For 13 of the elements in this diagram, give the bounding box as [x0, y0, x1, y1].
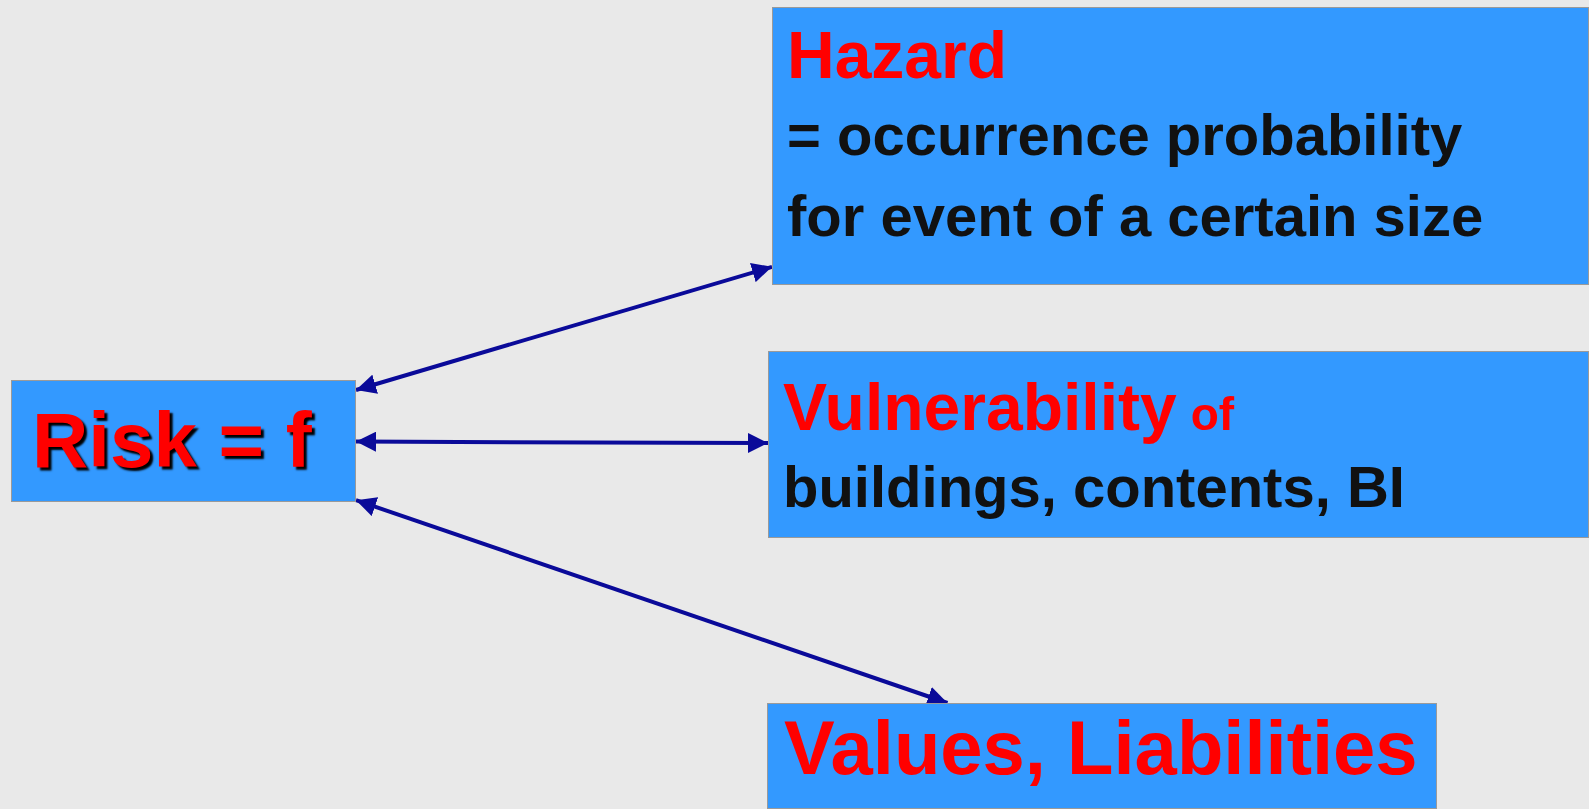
text-box [11, 380, 356, 502]
heading-suffix: of [1190, 387, 1235, 441]
heading: Vulnerability [783, 370, 1177, 446]
heading: Values, Liabilities [784, 704, 1419, 792]
text-box [767, 703, 1437, 809]
formula-text: Risk = f [32, 396, 313, 486]
double-arrow [355, 262, 773, 394]
text-box [772, 7, 1589, 285]
description: = occurrence probability for event of a certain size [787, 100, 1485, 251]
description: buildings, contents, BI [783, 452, 1406, 521]
text-box [768, 351, 1589, 538]
double-arrow [356, 431, 768, 453]
heading: Hazard [787, 18, 1009, 94]
